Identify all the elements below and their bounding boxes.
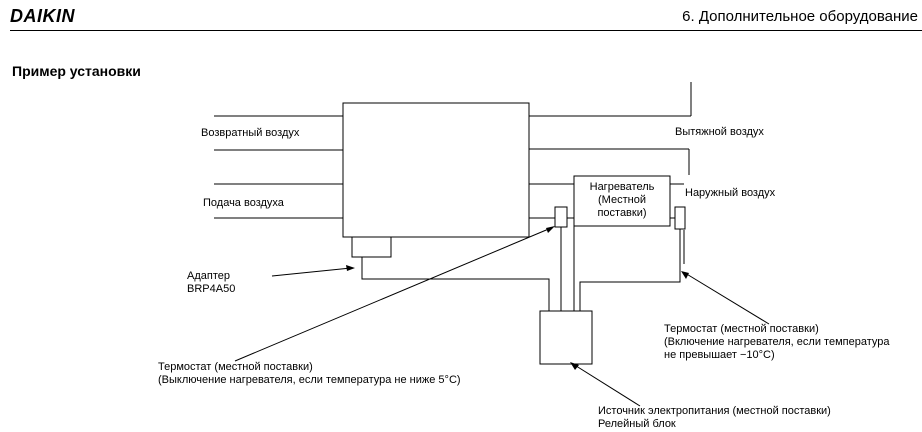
wire-adapter-to-relay bbox=[361, 257, 550, 311]
leader-thermostat-right bbox=[684, 272, 770, 325]
adapter-box bbox=[351, 236, 392, 258]
heater-box bbox=[573, 175, 671, 227]
wire-thermostat-right bbox=[579, 229, 681, 311]
label-supply-air: Подача воздуха bbox=[203, 197, 284, 209]
header-divider bbox=[10, 30, 922, 31]
label-power-supply: Источник электропитания (местной поставк… bbox=[598, 405, 831, 431]
label-adapter: Адаптер BRP4A50 bbox=[187, 270, 235, 296]
label-thermostat-right: Термостат (местной поставки) (Включение … bbox=[664, 323, 889, 362]
page-heading: Пример установки bbox=[12, 63, 141, 79]
thermostat-right bbox=[674, 206, 686, 230]
leader-adapter bbox=[271, 267, 352, 277]
label-outdoor-air: Наружный воздух bbox=[685, 187, 776, 199]
daikin-logo: DAIKIN bbox=[10, 6, 75, 26]
label-heater-line3: поставки) bbox=[597, 207, 647, 219]
label-adapter-line2: BRP4A50 bbox=[187, 283, 236, 295]
label-heater-line1: Нагреватель bbox=[589, 181, 655, 193]
label-thermostat-right-line1: Термостат (местной поставки) bbox=[664, 323, 819, 335]
label-exhaust-air: Вытяжной воздух bbox=[675, 126, 764, 138]
label-thermostat-left-line1: Термостат (местной поставки) bbox=[158, 361, 313, 373]
ventilation-unit bbox=[342, 102, 530, 238]
label-power-supply-line1: Источник электропитания (местной поставк… bbox=[598, 405, 831, 417]
label-thermostat-left-line2: (Выключение нагревателя, если температур… bbox=[158, 374, 461, 386]
label-heater: Нагреватель (Местной поставки) bbox=[574, 181, 670, 220]
label-adapter-line1: Адаптер bbox=[187, 270, 230, 282]
section-title: 6. Дополнительное оборудование bbox=[682, 8, 918, 25]
arrow-thermostat-right bbox=[681, 271, 689, 279]
label-thermostat-left: Термостат (местной поставки) (Выключение… bbox=[158, 361, 461, 387]
label-return-air: Возвратный воздух bbox=[201, 127, 300, 139]
leader-thermostat-left bbox=[234, 227, 552, 362]
arrow-power bbox=[570, 362, 579, 370]
thermostat-left bbox=[554, 206, 568, 228]
leader-power bbox=[572, 363, 641, 407]
relay-box bbox=[539, 310, 593, 365]
label-heater-line2: (Местной bbox=[598, 194, 646, 206]
label-thermostat-right-line3: не превышает −10°C) bbox=[664, 349, 775, 361]
label-power-supply-line2: Релейный блок bbox=[598, 418, 676, 430]
arrow-adapter bbox=[346, 265, 355, 271]
label-thermostat-right-line2: (Включение нагревателя, если температура bbox=[664, 336, 890, 348]
arrow-thermostat-left bbox=[546, 226, 555, 233]
